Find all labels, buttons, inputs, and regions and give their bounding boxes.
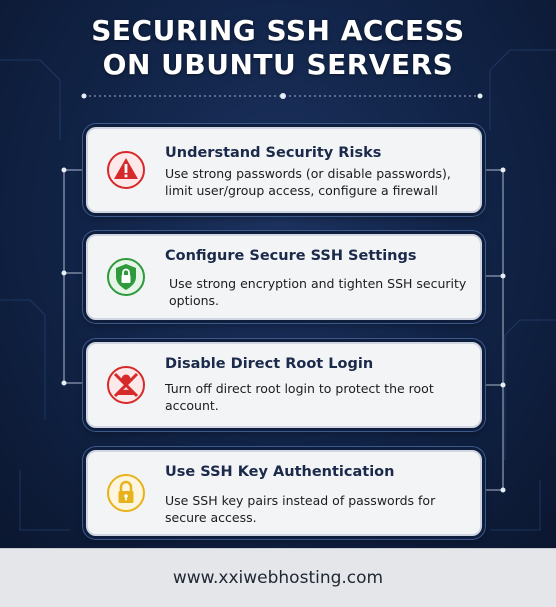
crossed-user-icon (106, 365, 146, 405)
card-disable-root: Disable Direct Root Login Turn off direc… (86, 342, 482, 428)
card-description: Use SSH key pairs instead of passwords f… (165, 493, 436, 525)
card-description: Use strong passwords (or disable passwor… (165, 166, 451, 198)
page-title: SECURING SSH ACCESS ON UBUNTU SERVERS (0, 14, 556, 82)
footer-bar (0, 548, 556, 607)
card-description: Use strong encryption and tighten SSH se… (169, 276, 467, 308)
card-understand-risks: Understand Security Risks Use strong pas… (86, 127, 482, 213)
key-lock-icon (106, 473, 146, 513)
warning-triangle-icon (106, 150, 146, 190)
title-line-1: SECURING SSH ACCESS (91, 14, 465, 47)
card-secure-settings: Configure Secure SSH Settings Use strong… (86, 234, 482, 320)
card-title: Disable Direct Root Login (165, 356, 374, 372)
card-description: Turn off direct root login to protect th… (165, 381, 434, 413)
shield-lock-icon (106, 257, 146, 297)
title-line-2: ON UBUNTU SERVERS (102, 48, 454, 81)
card-title: Use SSH Key Authentication (165, 464, 395, 480)
card-title: Configure Secure SSH Settings (165, 248, 417, 264)
circuit-lines-decoration (0, 49, 556, 531)
card-title: Understand Security Risks (165, 145, 382, 161)
footer-url[interactable]: www.xxiwebhosting.com (172, 568, 384, 588)
card-ssh-key-auth: Use SSH Key Authentication Use SSH key p… (86, 450, 482, 536)
